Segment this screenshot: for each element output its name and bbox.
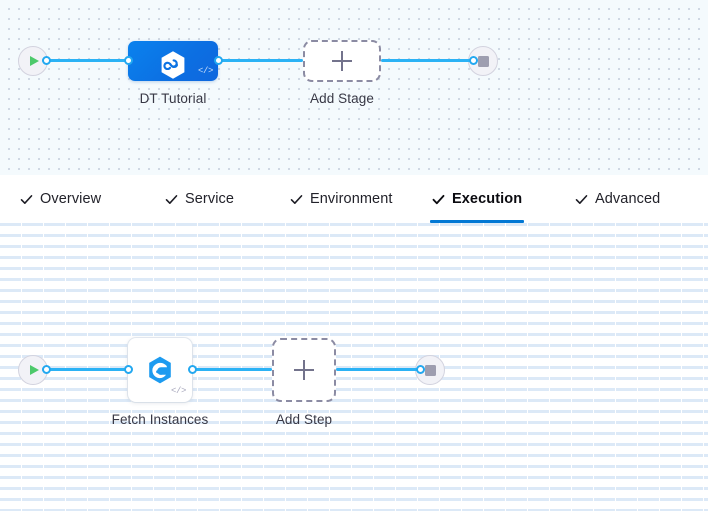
code-icon: </> [197, 66, 213, 76]
connector-start-to-stage [42, 59, 132, 62]
add-step-label: Add Step [275, 412, 333, 427]
harness-e-hexagon-icon [149, 356, 171, 384]
pipeline-stage-canvas[interactable]: </> DT Tutorial Add Stage [0, 0, 708, 175]
connector-add-stage-to-end [381, 59, 473, 62]
step-node-label: Fetch Instances [111, 412, 209, 427]
check-icon [20, 194, 33, 204]
connector-step-to-add-step [192, 368, 272, 371]
check-icon [432, 194, 445, 204]
plus-icon [332, 51, 352, 71]
stage-node-label: DT Tutorial [139, 91, 207, 106]
check-icon [290, 194, 303, 204]
stop-icon [424, 364, 436, 376]
step-node-output-port[interactable] [188, 365, 197, 374]
stage-start-output-port[interactable] [42, 56, 51, 65]
tab-execution-active-underline [430, 220, 525, 223]
tab-service-label: Service [185, 191, 235, 207]
step-end-input-port[interactable] [416, 365, 425, 374]
add-stage-button[interactable] [303, 40, 381, 82]
add-stage-label: Add Stage [310, 91, 374, 106]
step-start-output-port[interactable] [42, 365, 51, 374]
step-node-input-port[interactable] [124, 365, 133, 374]
check-icon [575, 194, 588, 204]
tab-environment[interactable]: Environment [288, 175, 395, 223]
harness-hexagon-icon [161, 51, 185, 79]
tab-overview-label: Overview [40, 191, 102, 207]
stage-node-input-port[interactable] [124, 56, 133, 65]
step-node-fetch-instances[interactable]: </> [128, 338, 192, 402]
tab-overview[interactable]: Overview [18, 175, 103, 223]
tab-service[interactable]: Service [163, 175, 236, 223]
stage-config-tabs: Overview Service Environment Execution A… [0, 175, 708, 223]
tab-advanced-label: Advanced [595, 191, 661, 207]
tab-execution[interactable]: Execution [430, 175, 525, 223]
tab-advanced[interactable]: Advanced [573, 175, 662, 223]
connector-start-to-step [42, 368, 132, 371]
tab-execution-label: Execution [452, 191, 523, 207]
add-step-button[interactable] [272, 338, 336, 402]
tab-environment-label: Environment [310, 191, 393, 207]
code-icon: </> [170, 386, 186, 396]
stage-node-dt-tutorial[interactable]: </> [128, 41, 218, 81]
execution-steps-canvas[interactable]: </> Fetch Instances Add Step [0, 223, 708, 511]
plus-icon [294, 360, 314, 380]
play-icon [29, 56, 39, 66]
connector-add-step-to-end [336, 368, 420, 371]
play-icon [29, 365, 39, 375]
stop-icon [477, 55, 489, 67]
connector-stage-to-add-stage [218, 59, 303, 62]
stage-node-output-port[interactable] [214, 56, 223, 65]
check-icon [165, 194, 178, 204]
stage-end-input-port[interactable] [469, 56, 478, 65]
